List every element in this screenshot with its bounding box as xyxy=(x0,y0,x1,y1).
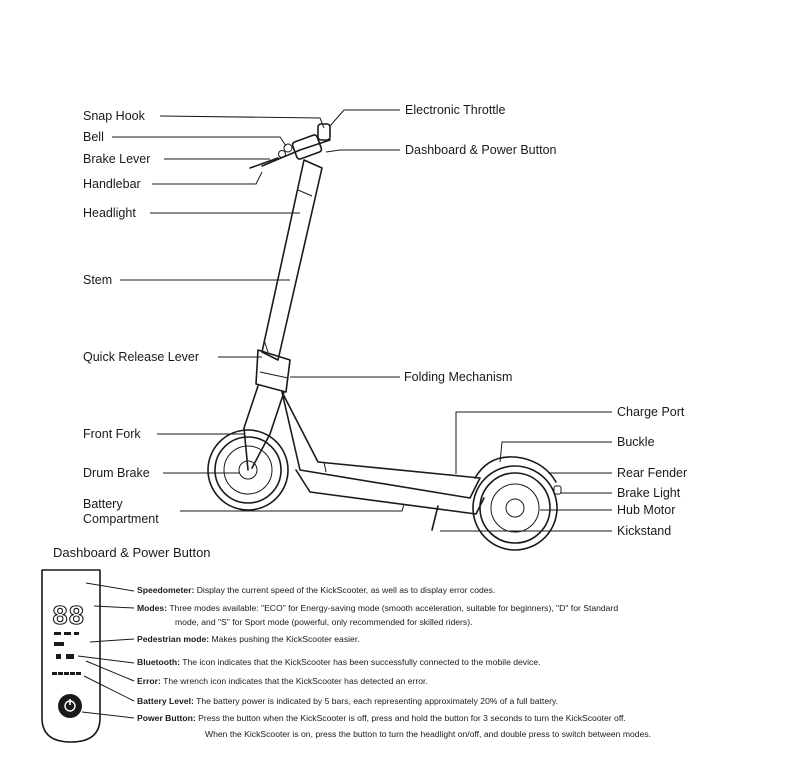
label-bell: Bell xyxy=(83,130,104,144)
battery-level-bars xyxy=(52,672,81,675)
label-front-fork: Front Fork xyxy=(83,427,141,441)
labels-left: Snap Hook Bell Brake Lever Handlebar Hea… xyxy=(83,109,199,526)
dashboard-panel: 88 xyxy=(41,569,101,743)
labels-right: Electronic Throttle Dashboard & Power Bu… xyxy=(404,103,687,538)
leader-lines xyxy=(112,109,612,532)
label-hub-motor: Hub Motor xyxy=(617,503,675,517)
mode-indicator xyxy=(54,632,61,635)
label-battery-compartment-line2: Compartment xyxy=(83,512,159,526)
dashboard-heading: Dashboard & Power Button xyxy=(53,545,211,560)
dashboard-leader-lines xyxy=(77,582,135,719)
front-fork-shape xyxy=(243,385,285,471)
label-brake-lever: Brake Lever xyxy=(83,152,150,166)
desc-modes: Modes: Three modes available: "ECO" for … xyxy=(137,603,618,613)
label-snap-hook: Snap Hook xyxy=(83,109,146,123)
folding-mechanism-shape xyxy=(255,339,291,393)
desc-pedestrian-mode: Pedestrian mode: Makes pushing the KickS… xyxy=(137,634,360,644)
label-rear-fender: Rear Fender xyxy=(617,466,687,480)
label-folding-mechanism: Folding Mechanism xyxy=(404,370,512,384)
label-headlight: Headlight xyxy=(83,206,136,220)
power-button[interactable] xyxy=(58,694,82,718)
label-electronic-throttle: Electronic Throttle xyxy=(405,103,506,117)
scooter-illustration xyxy=(207,123,562,551)
pedestrian-mode-icon xyxy=(54,642,64,646)
label-stem: Stem xyxy=(83,273,112,287)
label-handlebar: Handlebar xyxy=(83,177,141,191)
deck-shape xyxy=(281,391,485,515)
front-wheel xyxy=(207,429,289,511)
desc-battery-level: Battery Level: The battery power is indi… xyxy=(137,696,558,706)
label-brake-light: Brake Light xyxy=(617,486,681,500)
rear-wheel xyxy=(472,456,562,551)
stem-shape xyxy=(261,159,323,361)
desc-modes-cont: mode, and "S" for Sport mode (powerful, … xyxy=(175,617,472,627)
bluetooth-icon xyxy=(56,654,61,659)
handlebar-shape xyxy=(249,123,331,169)
mode-indicator xyxy=(64,632,71,635)
desc-power-button: Power Button: Press the button when the … xyxy=(137,713,626,723)
label-drum-brake: Drum Brake xyxy=(83,466,150,480)
mode-indicator xyxy=(74,632,79,635)
label-buckle: Buckle xyxy=(617,435,655,449)
wrench-icon xyxy=(66,654,74,659)
label-charge-port: Charge Port xyxy=(617,405,685,419)
label-kickstand: Kickstand xyxy=(617,524,671,538)
desc-speedometer: Speedometer: Display the current speed o… xyxy=(137,585,495,595)
desc-power-button-cont: When the KickScooter is on, press the bu… xyxy=(205,729,651,739)
label-battery-compartment-line1: Battery xyxy=(83,497,123,511)
label-dashboard-power-button: Dashboard & Power Button xyxy=(405,143,557,157)
dashboard-descriptions: Speedometer: Display the current speed o… xyxy=(137,585,651,739)
kickstand-shape xyxy=(431,505,439,531)
label-quick-release-lever: Quick Release Lever xyxy=(83,350,199,364)
speedometer-digits: 88 xyxy=(52,603,84,633)
desc-error: Error: The wrench icon indicates that th… xyxy=(137,676,428,686)
desc-bluetooth: Bluetooth: The icon indicates that the K… xyxy=(137,657,540,667)
